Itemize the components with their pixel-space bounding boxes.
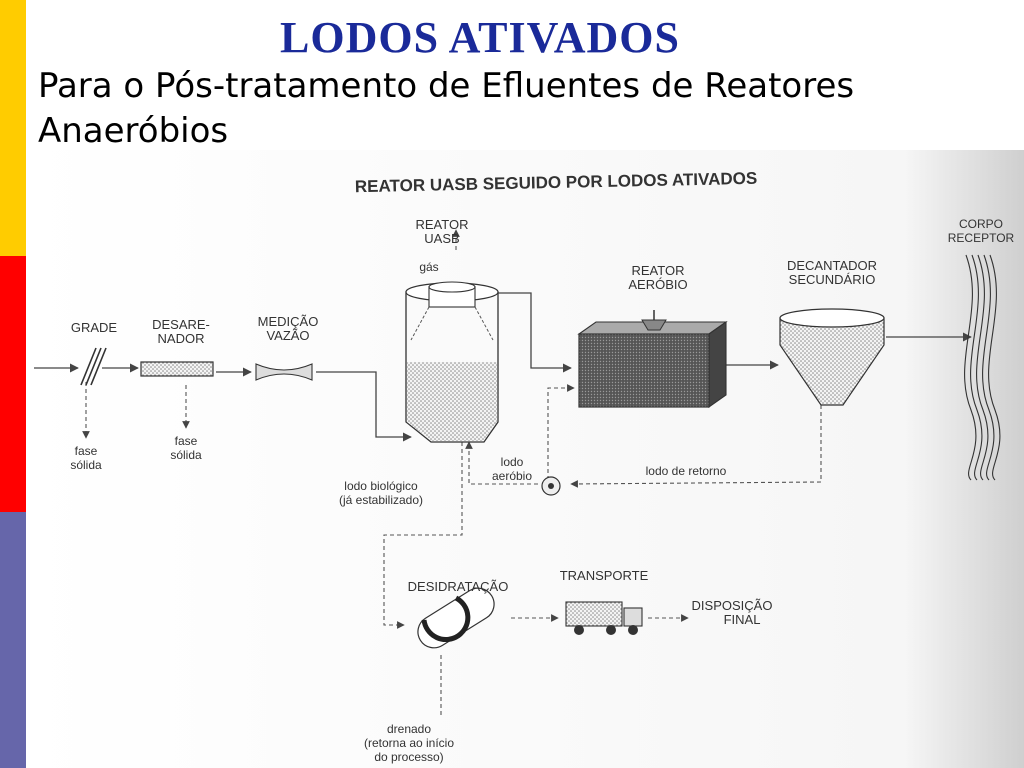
pump-icon-center [548, 483, 554, 489]
slide-subtitle: Para o Pós-tratamento de Efluentes de Re… [38, 66, 855, 151]
desidratacao-drum [417, 587, 495, 649]
label-medicao-2: VAZÃO [266, 328, 309, 343]
slide-title: LODOS ATIVADOS [280, 13, 680, 62]
desarenador-tank [140, 361, 214, 377]
aerobio-tank-front [578, 333, 710, 408]
process-diagram: REATOR UASB SEGUIDO POR LODOS ATIVADOS G… [26, 150, 1024, 768]
label-desidratacao: DESIDRATAÇÃO [408, 579, 509, 594]
label-desarenador-1: DESARE- [152, 317, 210, 332]
label-decantador-1: DECANTADOR [787, 258, 877, 273]
label-lodo-aerobio-1: lodo [501, 455, 524, 469]
label-corpo-1: CORPO [959, 217, 1003, 231]
label-decantador-2: SECUNDÁRIO [789, 272, 876, 287]
label-grade: GRADE [71, 320, 118, 335]
flow-lodo-aerobio [465, 441, 538, 485]
label-lodo-biologico-1: lodo biológico [344, 479, 418, 493]
decantador-top [779, 308, 885, 328]
label-fase-solida-b-1: fase [175, 434, 198, 448]
label-reator-uasb-1: REATOR [416, 217, 469, 232]
grade-icon [80, 347, 107, 386]
label-gas: gás [419, 260, 438, 274]
uasb-deflector-left [410, 306, 430, 341]
label-reator-uasb-2: UASB [424, 231, 459, 246]
flow-lodo-biologico [383, 442, 463, 629]
label-fase-solida-a-1: fase [75, 444, 98, 458]
label-drenado-1: drenado [387, 722, 431, 736]
label-medicao-1: MEDIÇÃO [258, 314, 319, 329]
scan-paper [26, 150, 1024, 768]
label-disposicao-2: FINAL [724, 612, 761, 627]
label-corpo-2: RECEPTOR [948, 231, 1015, 245]
flow-medicao-uasb [316, 371, 412, 442]
medicao-vazao-flume [255, 363, 313, 381]
corpo-receptor-river [964, 254, 1001, 481]
flow-uasb-aerobio [494, 292, 572, 373]
label-lodo-aerobio-2: aeróbio [492, 469, 532, 483]
flow-retorno-aerobio [547, 384, 575, 480]
label-fase-solida-b-2: sólida [170, 448, 202, 462]
label-disposicao-1: DISPOSIÇÃO [692, 598, 773, 613]
accent-bar-red [0, 256, 26, 512]
label-reator-aerobio-1: REATOR [632, 263, 685, 278]
accent-bar-blue [0, 512, 26, 768]
label-reator-aerobio-2: AERÓBIO [628, 277, 687, 292]
uasb-gas-dome-top [428, 281, 476, 293]
aerator-icon [641, 319, 667, 331]
label-transporte: TRANSPORTE [560, 568, 649, 583]
uasb-sludge-bed [407, 362, 497, 441]
aerobio-tank-side [708, 320, 727, 409]
flow-lodo-retorno [570, 405, 822, 488]
label-desarenador-2: NADOR [158, 331, 205, 346]
label-lodo-retorno: lodo de retorno [646, 464, 727, 478]
label-fase-solida-a-2: sólida [70, 458, 102, 472]
accent-bar-yellow [0, 0, 26, 256]
truck-icon [565, 601, 643, 635]
label-drenado-2: (retorna ao início [364, 736, 454, 750]
uasb-deflector-right [474, 306, 494, 341]
label-drenado-3: do processo) [374, 750, 443, 764]
label-lodo-biologico-2: (já estabilizado) [339, 493, 423, 507]
